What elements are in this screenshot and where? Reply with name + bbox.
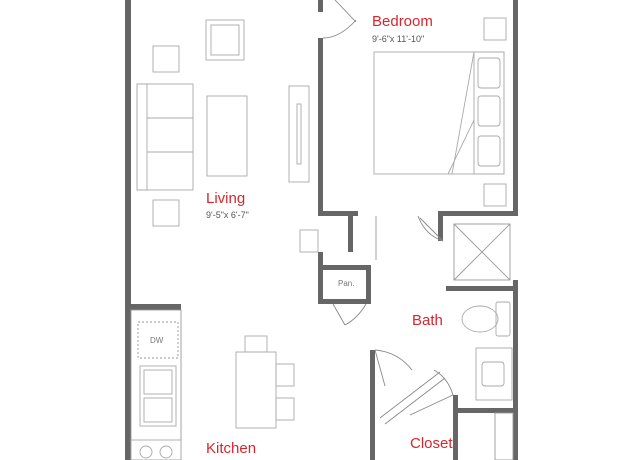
- bath-label: Bath: [412, 312, 443, 329]
- bedroom-label: Bedroom: [372, 13, 433, 30]
- sofa: [136, 83, 194, 191]
- wall-hall-vertical: [348, 216, 353, 252]
- bed-frame: [373, 51, 505, 175]
- dishwasher-box: [137, 321, 179, 359]
- wall-bedroom-bottom-right: [438, 211, 518, 216]
- bed-pillow-2: [477, 95, 501, 127]
- wall-hall-left-lower: [370, 350, 375, 460]
- tv: [296, 103, 302, 165]
- wall-bath-shower-divider: [446, 286, 518, 291]
- wall-pantry-bottom: [318, 299, 368, 304]
- wall-right-outer: [513, 0, 518, 216]
- closet-door-swing: [433, 369, 454, 396]
- stove-burner-1: [139, 445, 153, 459]
- pantry-door-swing: [344, 303, 367, 326]
- wall-closet-left: [453, 395, 458, 460]
- labels: Bedroom 9'-6"x 11'-10" Living 9'-5"x 6'-…: [150, 13, 453, 457]
- wall-living-left: [125, 0, 131, 306]
- living-dimensions: 9'-5"x 6'-7": [206, 210, 249, 220]
- bed-pillow-3: [477, 135, 501, 167]
- bed-headboard: [473, 51, 505, 175]
- hall-wall-angle: [379, 371, 441, 419]
- hall-door-swing: [374, 349, 413, 371]
- kitchen-label: Kitchen: [206, 440, 256, 457]
- stove: [130, 439, 182, 460]
- kitchen-counter: [130, 309, 182, 460]
- bath-door-leaf: [419, 217, 444, 242]
- bath-door-swing: [417, 215, 444, 242]
- wall-living-bedroom: [318, 38, 323, 216]
- wall-bedroom-bottom-left: [318, 211, 358, 216]
- closet-shelf: [494, 412, 514, 460]
- closet-door-leaf: [409, 394, 454, 416]
- wall-kitchen-top: [125, 304, 181, 310]
- bedroom-door-swing: [322, 19, 357, 39]
- side-table-top: [152, 45, 180, 73]
- nightstand-bottom: [483, 183, 507, 207]
- kitchen-sink-basin-2: [143, 397, 173, 423]
- stove-burner-2: [159, 445, 173, 459]
- pantry-label: Pan.: [338, 279, 354, 288]
- vanity-sink: [481, 361, 505, 387]
- bedroom-furniture: [373, 17, 507, 207]
- wall-kitchen-left: [125, 304, 131, 460]
- armchair: [205, 19, 245, 61]
- bedroom-door-leaf: [334, 0, 357, 23]
- wall-right-outer-lower: [513, 280, 518, 460]
- bedroom-dimensions: 9'-6"x 11'-10": [372, 34, 424, 44]
- dining-table: [235, 351, 277, 429]
- dining-chair-top: [244, 335, 268, 353]
- living-furniture: [136, 19, 319, 253]
- dining-chair-right-2: [275, 397, 295, 421]
- wall-pantry-top: [318, 265, 368, 270]
- bath-fixtures: [375, 216, 513, 401]
- nightstand-top: [483, 17, 507, 41]
- wall-bath-bottom: [458, 408, 518, 413]
- armchair-seat: [210, 24, 240, 56]
- living-label: Living: [206, 190, 245, 207]
- hall-wall-angle-2: [384, 377, 446, 425]
- dining-chair-right-1: [275, 363, 295, 387]
- wall-bath-left: [438, 211, 443, 241]
- vanity: [475, 347, 513, 401]
- hall-chair: [299, 229, 319, 253]
- shower-diag-2: [453, 223, 511, 281]
- wall-pantry-left: [318, 252, 323, 304]
- shower-stall: [453, 223, 511, 281]
- kitchen-sink: [139, 365, 177, 427]
- kitchen-fixtures: [130, 309, 514, 460]
- bed-pillow-1: [477, 57, 501, 89]
- wall-pantry-right: [366, 265, 371, 304]
- doors: [322, 0, 454, 425]
- wall-top-stub: [318, 0, 323, 12]
- toilet-bowl: [461, 305, 499, 333]
- tv-console: [288, 85, 310, 183]
- dishwasher-label: DW: [150, 336, 164, 345]
- hall-door-leaf: [374, 349, 386, 387]
- side-table-bottom: [152, 199, 180, 227]
- sofa-back: [136, 83, 148, 191]
- walls: [125, 0, 518, 460]
- closet-label: Closet: [410, 435, 453, 452]
- bed-blanket-fold: [447, 51, 475, 175]
- pantry-door-leaf: [332, 303, 346, 326]
- coffee-table: [206, 95, 248, 177]
- kitchen-sink-basin-1: [143, 369, 173, 395]
- toilet-tank: [495, 301, 511, 337]
